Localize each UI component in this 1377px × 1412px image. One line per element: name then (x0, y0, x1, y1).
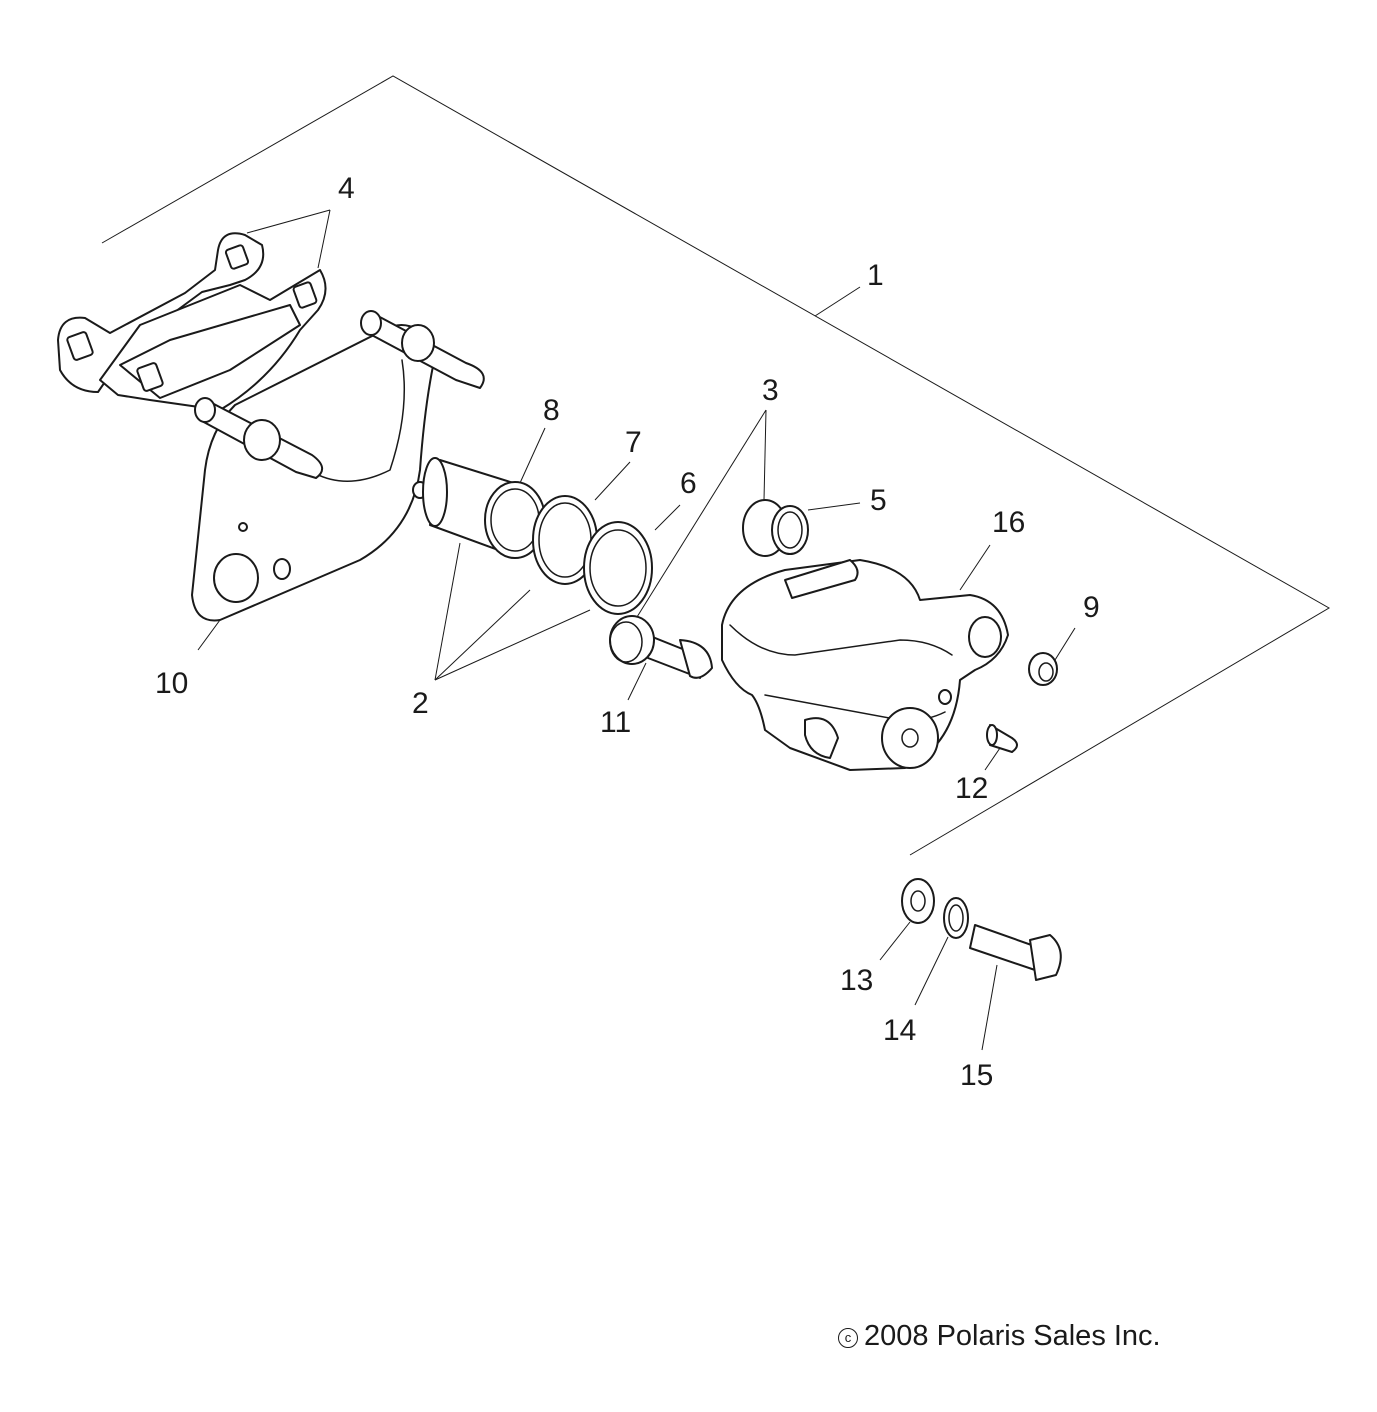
callout-11: 11 (600, 706, 631, 739)
callout-9: 9 (1083, 591, 1100, 624)
callout-6: 6 (680, 467, 697, 500)
callout-15: 15 (960, 1059, 993, 1092)
callout-7: 7 (625, 426, 642, 459)
callout-10: 10 (155, 667, 188, 700)
part-4-brake-pads (57, 232, 327, 411)
callout-5: 5 (870, 484, 887, 517)
callout-13: 13 (840, 964, 873, 997)
part-6-seal-ring (583, 521, 653, 615)
part-9-plug (1028, 652, 1058, 686)
copyright-text: 2008 Polaris Sales Inc. (864, 1320, 1161, 1352)
assembly-bracket-outline (101, 75, 1330, 856)
callout-4: 4 (338, 172, 355, 205)
part-11-guide-pin (609, 615, 713, 679)
part-5-boot (742, 499, 809, 557)
callout-8: 8 (543, 394, 560, 427)
part-8-piston (422, 457, 546, 559)
part-12-bleeder-screw (986, 724, 1018, 753)
copyright-symbol: c (838, 1328, 858, 1348)
callout-14: 14 (883, 1014, 916, 1047)
bracket-slide-pins (194, 310, 485, 479)
part-13-washer (901, 878, 935, 924)
callout-12: 12 (955, 772, 988, 805)
callout-16: 16 (992, 506, 1025, 539)
part-14-washer (943, 897, 969, 939)
part-15-bolt (969, 924, 1062, 981)
leader-lines (197, 209, 1076, 1051)
copyright-notice: c 2008 Polaris Sales Inc. (838, 1320, 1161, 1353)
callout-3: 3 (762, 374, 779, 407)
callout-1: 1 (867, 259, 884, 292)
callout-2: 2 (412, 687, 429, 720)
part-16-caliper-body (721, 559, 1009, 771)
